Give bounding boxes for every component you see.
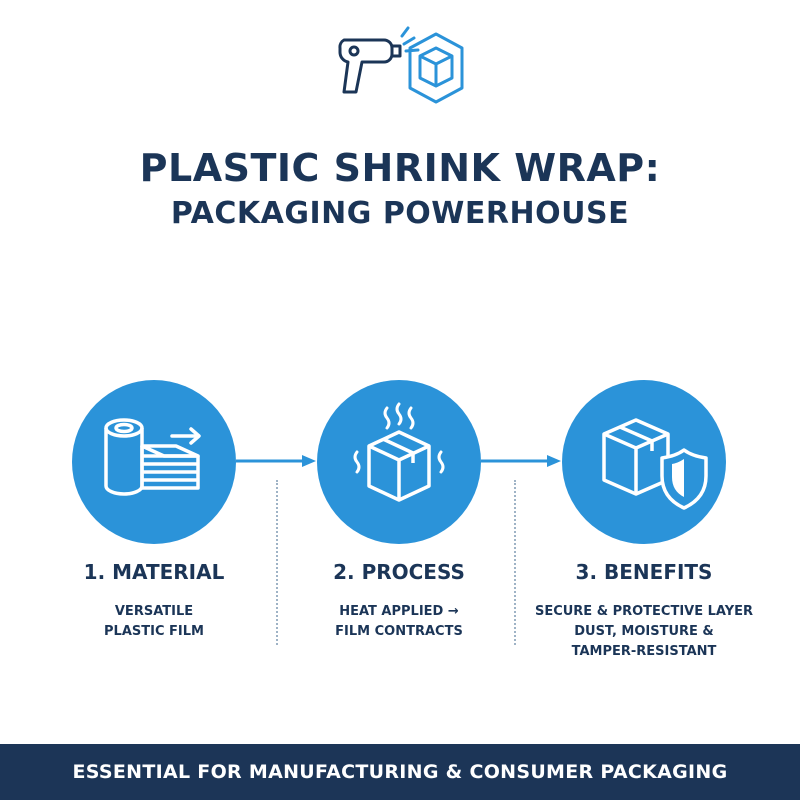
process-flow: 1. MATERIAL 2. PROCESS 3. BENEFITS VERSA… bbox=[0, 380, 800, 680]
flow-arrow-2 bbox=[481, 454, 561, 468]
step-benefits-circle bbox=[562, 380, 726, 544]
description-line: FILM CONTRACTS bbox=[335, 624, 463, 639]
film-roll-icon bbox=[104, 418, 201, 496]
step-description-process: HEAT APPLIED → FILM CONTRACTS bbox=[279, 602, 519, 642]
page-title-line2: PACKAGING POWERHOUSE bbox=[170, 196, 630, 231]
divider bbox=[276, 480, 278, 645]
footer-text: ESSENTIAL FOR MANUFACTURING & CONSUMER P… bbox=[72, 761, 728, 783]
step-title-process: 2. PROCESS bbox=[333, 560, 465, 584]
description-line: HEAT APPLIED → bbox=[339, 604, 459, 619]
step-material-circle bbox=[72, 380, 236, 544]
description-line: VERSATILE bbox=[114, 604, 194, 619]
step-description-material: VERSATILE PLASTIC FILM bbox=[34, 602, 274, 642]
page-title-line1: PLASTIC SHRINK WRAP: bbox=[139, 146, 661, 190]
description-line: TAMPER-RESISTANT bbox=[571, 644, 717, 659]
footer-banner: ESSENTIAL FOR MANUFACTURING & CONSUMER P… bbox=[0, 744, 800, 800]
flow-arrow-1 bbox=[236, 454, 316, 468]
step-title-material: 1. MATERIAL bbox=[83, 560, 225, 584]
description-line: DUST, MOISTURE & bbox=[574, 624, 714, 639]
step-process-circle bbox=[317, 380, 481, 544]
description-line: SECURE & PROTECTIVE LAYER bbox=[534, 604, 754, 619]
heat-gun-box-icon bbox=[330, 20, 470, 130]
divider bbox=[514, 480, 516, 645]
box-shield-icon bbox=[602, 418, 708, 510]
step-description-benefits: SECURE & PROTECTIVE LAYER DUST, MOISTURE… bbox=[524, 602, 764, 662]
heated-box-icon bbox=[353, 402, 445, 502]
step-title-benefits: 3. BENEFITS bbox=[575, 560, 713, 584]
description-line: PLASTIC FILM bbox=[104, 624, 204, 639]
